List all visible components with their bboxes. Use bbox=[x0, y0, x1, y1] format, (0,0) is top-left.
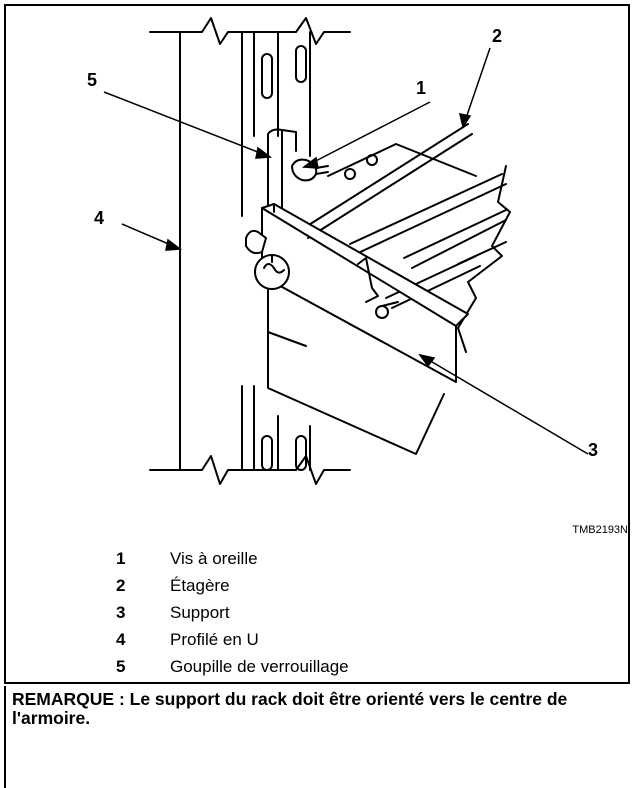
legend-number: 4 bbox=[116, 629, 126, 649]
legend-label: Étagère bbox=[170, 575, 230, 595]
legend-item: 2 Étagère bbox=[116, 572, 596, 599]
support-bracket bbox=[245, 203, 469, 455]
legend-label: Profilé en U bbox=[170, 629, 259, 649]
legend-item: 1 Vis à oreille bbox=[116, 545, 596, 572]
legend-label: Support bbox=[170, 602, 230, 622]
legend: 1 Vis à oreille 2 Étagère 3 Support 4 Pr… bbox=[116, 545, 596, 680]
callout-5: 5 bbox=[87, 70, 98, 90]
u-channel-upright bbox=[149, 17, 351, 485]
legend-number: 2 bbox=[116, 575, 126, 595]
legend-number: 5 bbox=[116, 656, 126, 676]
callout-3: 3 bbox=[588, 440, 599, 460]
legend-label: Goupille de verrouillage bbox=[170, 656, 349, 676]
figure-code: TMB2193N bbox=[572, 524, 628, 536]
frame-line bbox=[4, 686, 6, 788]
callout-2: 2 bbox=[492, 26, 503, 46]
legend-item: 3 Support bbox=[116, 599, 596, 626]
callout-4: 4 bbox=[94, 208, 105, 228]
legend-item: 4 Profilé en U bbox=[116, 626, 596, 653]
figure-panel bbox=[4, 4, 630, 684]
callout-1: 1 bbox=[416, 78, 427, 98]
legend-item: 5 Goupille de verrouillage bbox=[116, 653, 596, 680]
legend-number: 3 bbox=[116, 602, 126, 622]
rack-bracket-illustration bbox=[103, 17, 589, 485]
legend-label: Vis à oreille bbox=[170, 548, 258, 568]
legend-number: 1 bbox=[116, 548, 126, 568]
note-text: REMARQUE : Le support du rack doit être … bbox=[12, 689, 568, 728]
